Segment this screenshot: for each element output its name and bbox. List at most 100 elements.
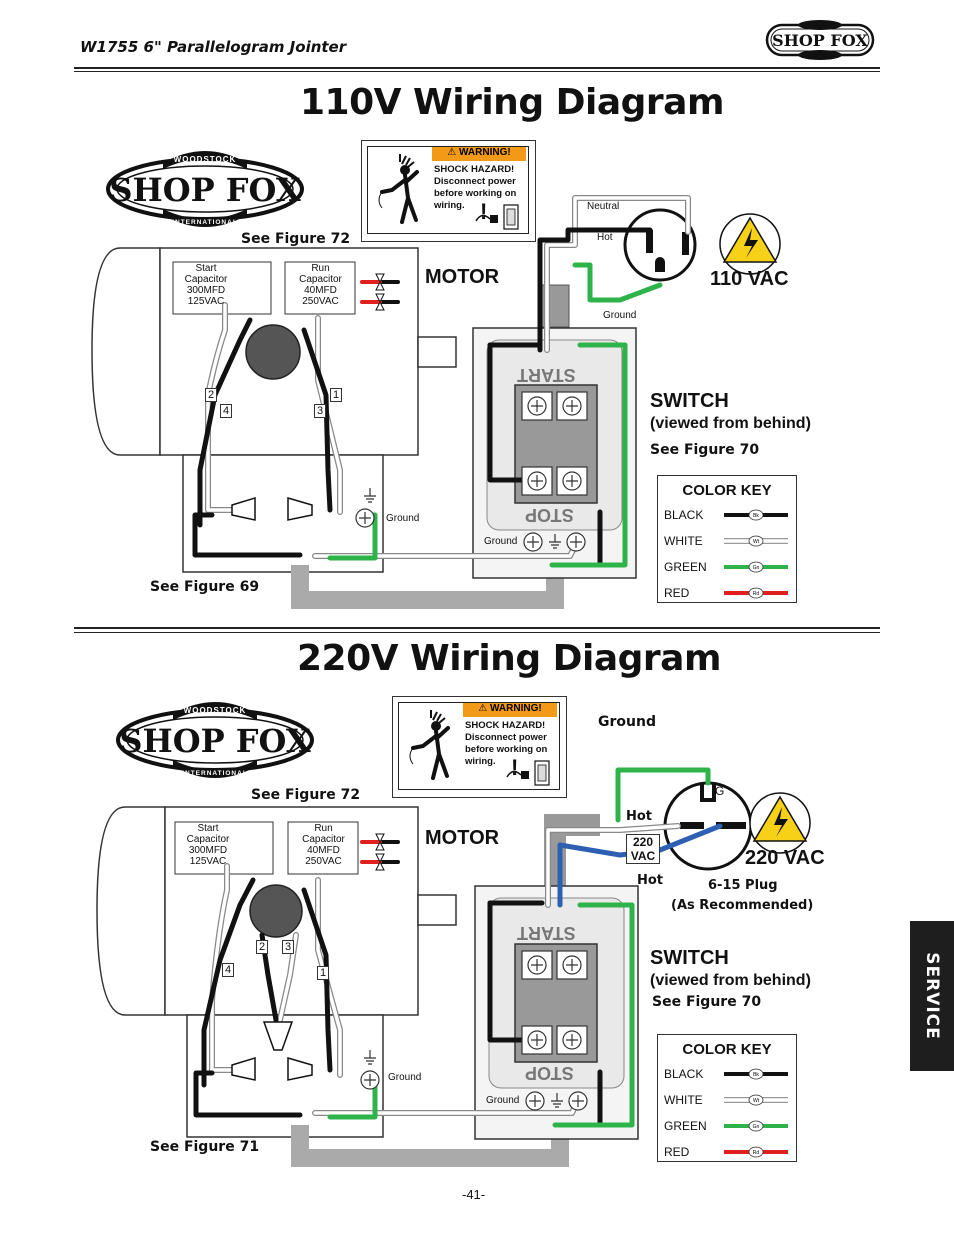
start-cap-l4-2: 125VAC — [189, 856, 227, 867]
section-rule-thin — [74, 632, 880, 633]
color-key-title-2: COLOR KEY — [682, 1041, 772, 1058]
terminal-num-3-220: 3 — [282, 940, 295, 954]
terminal-num-1-220: 1 — [317, 966, 330, 980]
start-cap-l3: 300MFD — [186, 285, 226, 296]
wire-nut-2-110 — [287, 497, 313, 521]
hot-label-110: Hot — [597, 232, 613, 243]
logo-top-text: WOODSTOCK — [174, 155, 237, 164]
color-key-110: COLOR KEY BLACK WHITE GREEN RED Bk Wt Gn… — [657, 475, 797, 603]
run-cap-l4: 250VAC — [302, 296, 339, 307]
ground-jbox-label-220: Ground — [388, 1072, 422, 1083]
shopfox-logo-220: WOODSTOCK SHOP FOX INTERNATIONAL — [115, 696, 315, 784]
vac-label-110: 110 VAC — [710, 268, 789, 290]
v220-b: VAC — [630, 849, 656, 863]
start-cap-l1-2: Start — [197, 823, 219, 834]
color-key-red: RED — [664, 586, 690, 600]
viewed-from-behind-110: (viewed from behind) — [650, 415, 811, 432]
hot-label-1-220: Hot — [626, 809, 653, 824]
start-cap-l2-2: Capacitor — [186, 834, 230, 845]
viewed-from-behind-220: (viewed from behind) — [650, 972, 811, 989]
see-figure-69-110: See Figure 69 — [150, 579, 260, 595]
title-220v: 220V Wiring Diagram — [297, 638, 721, 679]
terminal-num-4-110: 4 — [220, 404, 233, 418]
title-110v: 110V Wiring Diagram — [300, 82, 724, 123]
color-key-green: GREEN — [664, 560, 707, 574]
warning-line-3-2: before working on — [465, 744, 548, 755]
service-tab-label: SERVICE — [922, 952, 942, 1040]
plug-outlet-icon-2 — [506, 760, 550, 786]
terminal-num-2-220: 2 — [256, 940, 269, 954]
warning-line-1-2: SHOCK HAZARD! — [465, 720, 546, 731]
ck-tag-gn-2: Gn — [753, 1124, 760, 1130]
conduit-220 — [291, 1125, 569, 1167]
logo-top-text-2: WOODSTOCK — [184, 706, 247, 715]
ck-tag-gn: Gn — [753, 565, 760, 571]
header-logo-text: SHOP FOX — [772, 31, 868, 50]
run-cap-l1: Run — [311, 263, 330, 274]
warning-line-4: wiring. — [434, 200, 465, 211]
start-cap-l3-2: 300MFD — [188, 845, 228, 856]
switch-label-220: SWITCH — [650, 947, 729, 969]
terminal-num-2-110: 2 — [205, 388, 218, 402]
run-cap-l1-2: Run — [314, 823, 333, 834]
warning-line-2: Disconnect power — [434, 176, 516, 187]
ck-tag-bk: Bk — [753, 513, 759, 519]
header-rule — [74, 67, 880, 69]
page-number: -41- — [462, 1187, 486, 1202]
shock-figure-icon-2 — [409, 710, 450, 780]
exclaim-icon-2: ! — [511, 755, 519, 780]
hot-label-2-220: Hot — [637, 873, 664, 888]
run-cap-l3-2: 40MFD — [307, 845, 340, 856]
see-figure-71-220: See Figure 71 — [150, 1139, 260, 1155]
see-figure-70-220: See Figure 70 — [652, 994, 762, 1010]
ground-switch-label-220: Ground — [486, 1095, 520, 1106]
warning-head-2: WARNING! — [490, 703, 542, 714]
run-cap-l2-2: Capacitor — [302, 834, 345, 845]
warning-line-3: before working on — [434, 188, 517, 199]
see-figure-72-220: See Figure 72 — [251, 787, 361, 803]
color-key-black-2: BLACK — [664, 1067, 704, 1081]
ck-tag-rd-2: Rd — [753, 1150, 760, 1156]
terminal-num-1-110: 1 — [330, 388, 343, 402]
motor-endcap-110 — [91, 247, 161, 456]
wiring-diagram-220v — [96, 767, 811, 1167]
outlet-slot-hot — [682, 232, 689, 255]
header-logo-graphic: SHOP FOX — [765, 20, 875, 60]
switch-label-110: SWITCH — [650, 390, 729, 412]
header-title: W1755 6" Parallelogram Jointer — [80, 38, 347, 56]
wire-nut-3-220 — [262, 1021, 294, 1051]
ck-tag-wt-2: Wt — [753, 1098, 760, 1104]
v220-a: 220 — [632, 835, 654, 849]
ground-top-label-220: Ground — [598, 714, 656, 730]
warning-line-4-2: wiring. — [465, 756, 496, 767]
motor-label-220: MOTOR — [425, 827, 500, 849]
warning-label-220: ! ⚠ WARNING! SHOCK HAZARD! Disconnect po… — [392, 696, 567, 798]
shock-figure-icon — [378, 154, 419, 224]
switch-start-110: START — [517, 365, 576, 385]
plug-outlet-icon — [475, 204, 519, 230]
logo-bottom-text: INTERNATIONAL — [172, 219, 238, 226]
terminal-num-4-220: 4 — [222, 963, 235, 977]
warning-label-110: ! ⚠ WARNING! SHOCK HAZARD! Disconnect po… — [361, 140, 536, 242]
see-figure-70-110: See Figure 70 — [650, 442, 760, 458]
cord-jacket-220 — [544, 814, 600, 905]
warning-triangle-icon-2: ⚠ — [478, 703, 488, 714]
neutral-label-110: Neutral — [587, 201, 620, 212]
warning-line-1: SHOCK HAZARD! — [434, 164, 515, 175]
ck-tag-wt: Wt — [753, 539, 760, 545]
warning-head: WARNING! — [459, 147, 511, 158]
ground-switch-label-110: Ground — [484, 536, 518, 547]
motor-label-110: MOTOR — [425, 266, 500, 288]
service-side-tab: SERVICE — [910, 921, 954, 1071]
color-key-green-2: GREEN — [664, 1119, 707, 1133]
exclaim-icon: ! — [480, 199, 488, 224]
logo-main-text-2: SHOP FOX — [119, 722, 310, 760]
warning-triangle-icon: ⚠ — [447, 147, 457, 158]
shopfox-logo-110: WOODSTOCK SHOP FOX INTERNATIONAL — [105, 145, 305, 233]
run-cap-l3: 40MFD — [304, 285, 337, 296]
vac-label-220: 220 VAC — [745, 847, 825, 869]
ground-jbox-label-110: Ground — [386, 513, 420, 524]
color-key-title: COLOR KEY — [682, 482, 772, 499]
recommended-label: (As Recommended) — [671, 898, 814, 913]
start-cap-l2: Capacitor — [184, 274, 228, 285]
